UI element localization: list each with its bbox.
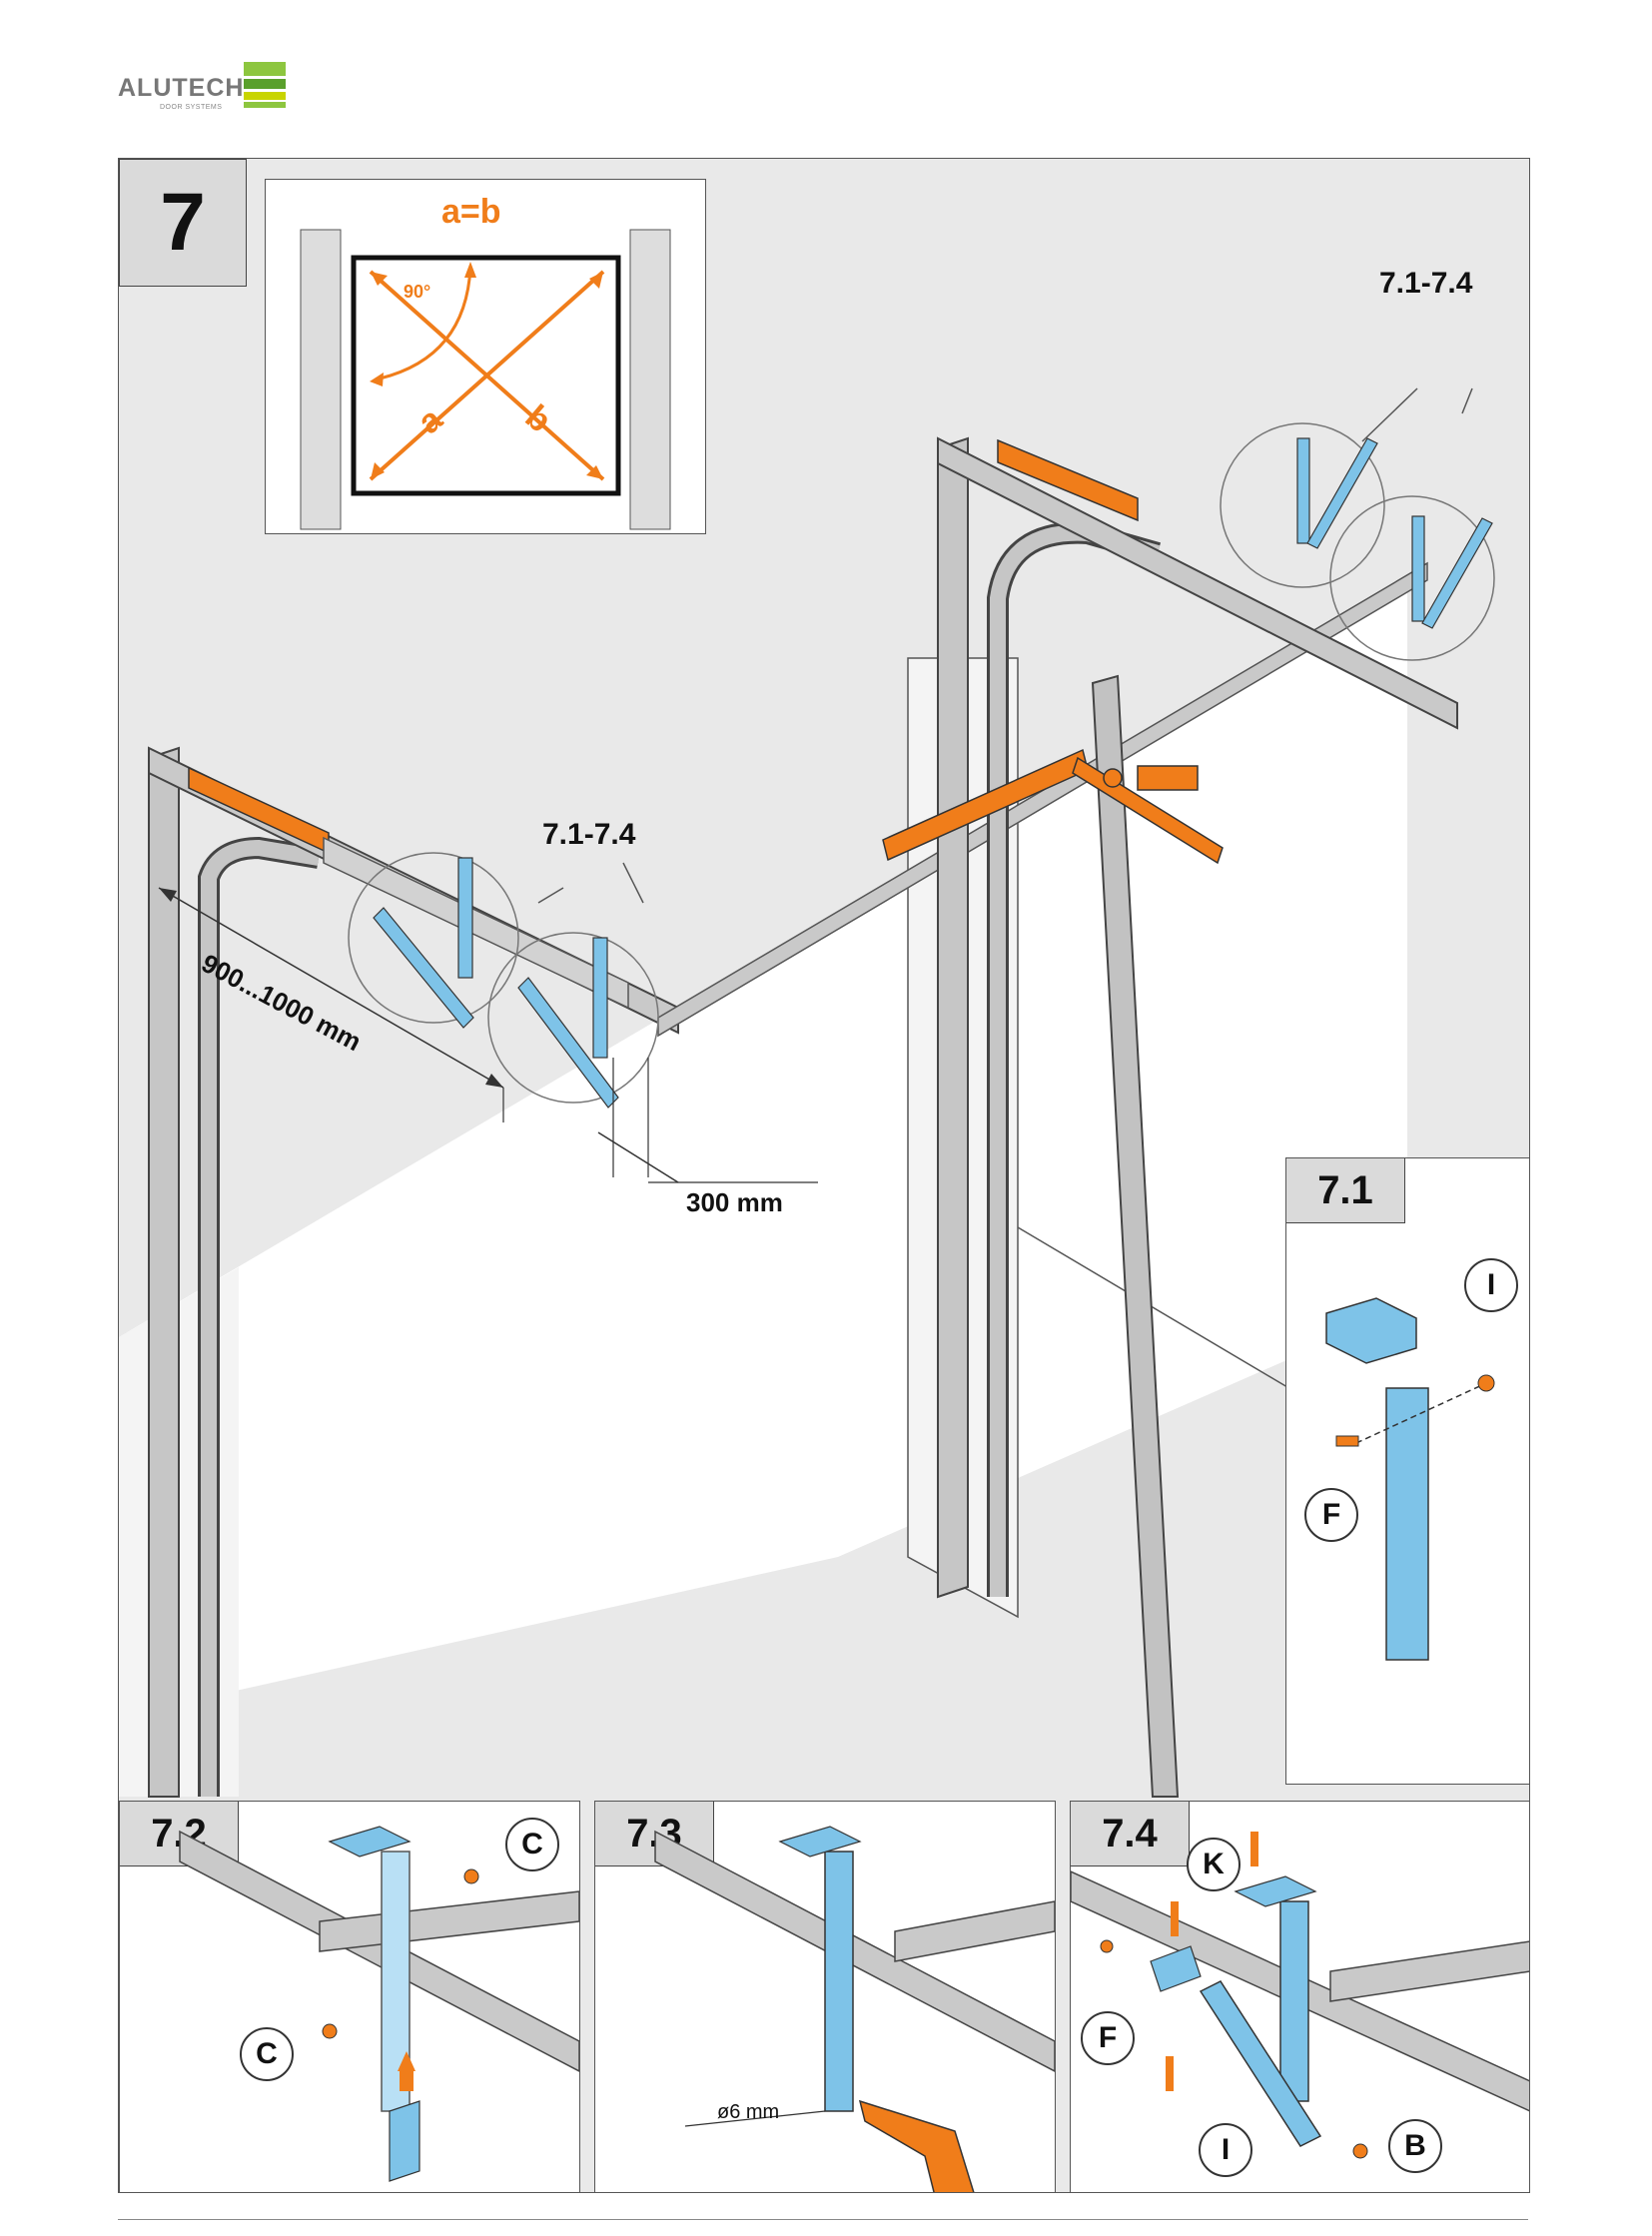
diagonal-check-inset: 90° a=b a b [265,179,706,534]
logo-brand: ALUTECH [118,74,245,102]
diagonal-check-diagram: 90° a=b a b [300,193,671,530]
part-label-F: F [1081,2011,1135,2065]
angle-label: 90° [404,282,430,302]
step-7-3-panel: 7.3 ø6 mm [594,1801,1056,2192]
step-7-1-diagram [1325,1297,1495,1661]
callout-right: 7.1-7.4 [1379,267,1473,300]
step-7-3-diagram [654,1826,1055,2192]
step-7-1-panel: 7.1 I F [1285,1157,1529,1785]
alutech-logo: ALUTECH DOOR SYSTEMS [118,62,298,118]
part-label-B: B [1388,2119,1442,2173]
footer-divider [118,2219,1528,2220]
part-label-I: I [1464,1258,1518,1312]
step-7-4-diagram [1071,1832,1529,2159]
part-label-C-bottom: C [240,2027,294,2081]
part-label-I: I [1199,2123,1252,2177]
logo-bars-icon [244,62,286,108]
part-label-K: K [1187,1838,1240,1891]
garage-rail-illustration [119,387,1495,1798]
callout-left: 7.1-7.4 [542,818,636,851]
step-7-4-label: 7.4 [1071,1802,1190,1866]
step-7-4-panel: 7.4 K F I B [1070,1801,1529,2192]
step-7-panel: 7 90° a=b a b 7.1-7.4 7.1-7.4 900...1000… [118,158,1530,2193]
logo-subtitle: DOOR SYSTEMS [160,104,223,111]
drill-size-label: ø6 mm [717,2101,780,2123]
step-7-label: 7 [119,159,247,287]
dimension-short: 300 mm [686,1187,783,1217]
step-7-2-panel: 7.2 C C [119,1801,580,2192]
part-label-F: F [1304,1488,1358,1542]
step-7-2-diagram [179,1826,579,2182]
step-7-1-label: 7.1 [1286,1158,1405,1223]
part-label-C-top: C [505,1818,559,1871]
equation-label: a=b [441,193,501,231]
